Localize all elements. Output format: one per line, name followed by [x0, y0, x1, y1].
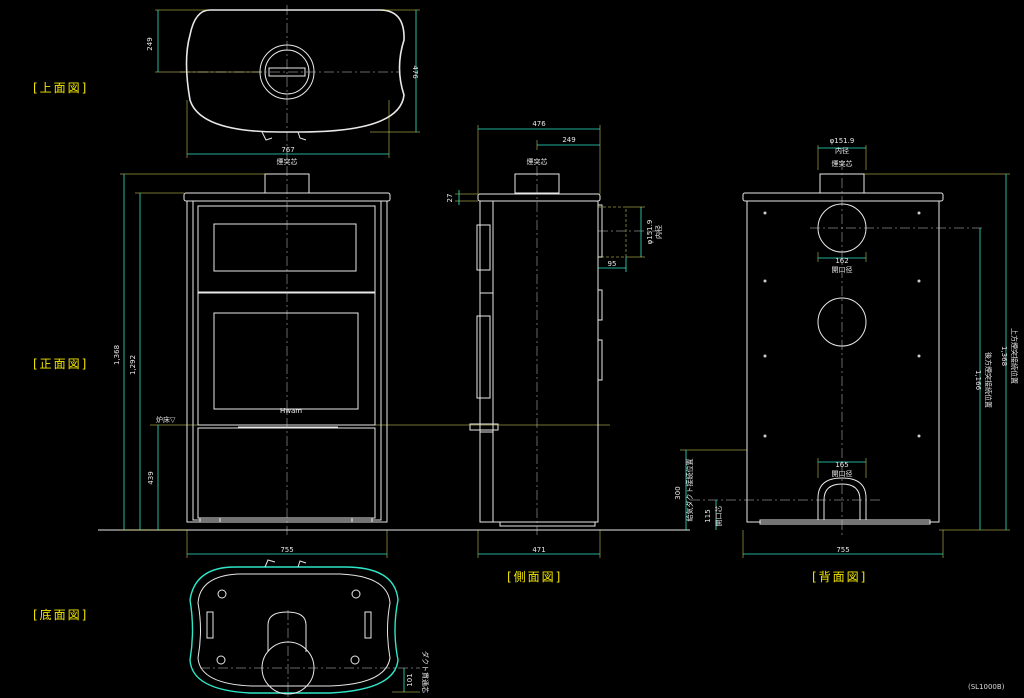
back-dim-flue-inner: 内径	[835, 146, 849, 155]
view-label-top: [上面図]	[33, 81, 89, 95]
front-dim-width: 755	[280, 546, 293, 554]
back-opening-label-bottom: 開口芯	[714, 506, 723, 527]
front-dim-height-total: 1,368	[113, 345, 121, 365]
back-dim-opening-2: 165	[835, 461, 848, 469]
front-hearth-label: 炉床▽	[156, 415, 176, 424]
top-dim-depth: 249	[146, 37, 154, 50]
back-dim-width: 755	[836, 546, 849, 554]
top-view	[155, 5, 420, 160]
bottom-view	[189, 559, 420, 698]
top-dim-width: 767	[281, 146, 294, 154]
back-dim-height-top-flue: 1,368	[1000, 346, 1008, 366]
back-top-flue-label: 上方煙突接続位置	[1010, 328, 1019, 384]
view-label-bottom: [底面図]	[33, 608, 89, 622]
front-brand: Hwam	[280, 407, 302, 415]
view-label-front: [正面図]	[33, 357, 89, 371]
front-view: Hwam	[120, 166, 391, 558]
back-opening-label-1: 開口径	[832, 265, 853, 274]
side-dim-flue-drop: 95	[608, 260, 617, 268]
side-flue-label: 煙突芯	[527, 157, 548, 166]
bottom-duct-label: ダクト貫通芯	[421, 651, 430, 693]
back-flue-label: 煙突芯	[832, 159, 853, 168]
back-opening-label-2: 開口径	[832, 469, 853, 478]
back-air-intake-label: 給気ダクト接続位置	[685, 459, 694, 522]
side-dim-flue-diameter: φ151.9	[646, 220, 654, 245]
view-label-back: [背面図]	[812, 570, 868, 584]
back-dim-air-intake: 300	[674, 486, 682, 499]
side-dim-flue-offset: 249	[562, 136, 575, 144]
front-dim-height-body: 1,292	[129, 355, 137, 375]
view-label-side: [側面図]	[507, 570, 563, 584]
side-view	[455, 125, 660, 558]
bottom-dim-offset: 101	[406, 673, 414, 686]
side-dim-top-plate: 27	[446, 194, 454, 203]
back-dim-opening-bottom: 115	[704, 509, 712, 522]
front-flue-label: 煙突芯	[277, 157, 298, 166]
top-dim-total-depth: 476	[411, 65, 419, 79]
side-dim-width: 471	[532, 546, 545, 554]
side-dim-depth: 476	[532, 120, 546, 128]
side-dim-flue-inner: 内径	[654, 225, 663, 239]
back-dim-flue-diameter: φ151.9	[830, 137, 855, 145]
back-dim-height-rear-flue: 1,166	[974, 370, 982, 391]
model-code: (SL1000B)	[968, 683, 1005, 691]
front-dim-hearth: 439	[147, 471, 155, 484]
back-dim-opening-1: 162	[835, 257, 848, 265]
back-view	[680, 145, 1010, 558]
back-rear-flue-label: 後方煙突接続位置	[984, 352, 993, 408]
